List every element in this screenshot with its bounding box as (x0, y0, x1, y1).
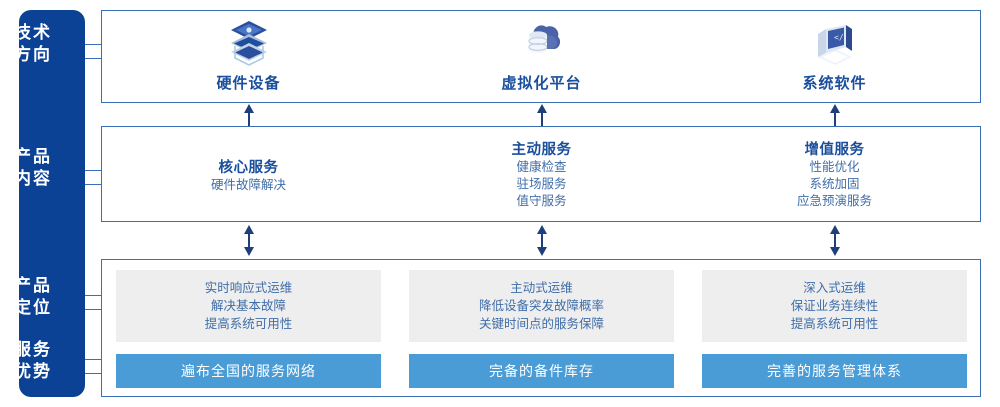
product-content-section: 核心服务 硬件故障解决 主动服务 健康检查 驻场服务 值守服务 增值服务 性能优… (101, 126, 981, 222)
bottom-column-realtime: 实时响应式运维 解决基本故障 提高系统可用性 遍布全国的服务网络 (102, 260, 395, 398)
content-column-core-service[interactable]: 核心服务 硬件故障解决 (102, 127, 395, 223)
content-item: 系统加固 (809, 177, 860, 191)
advantage-label: 完备的备件库存 (489, 363, 594, 379)
sidebar-label-line: 服务 (14, 340, 52, 359)
connector-line-position-lower (85, 309, 102, 310)
connector-line-position-upper (85, 295, 102, 296)
code-window-icon: </> (808, 13, 862, 71)
cloud-database-icon (515, 13, 569, 71)
content-item: 性能优化 (809, 160, 860, 174)
sidebar-item-product-position[interactable]: 产品 定位 (0, 275, 66, 319)
tech-direction-section: 硬件设备 虚拟化平台 (101, 10, 981, 103)
bottom-column-deep: 深入式运维 保证业务连续性 提高系统可用性 完善的服务管理体系 (688, 260, 981, 398)
tech-label: 虚拟化平台 (501, 75, 582, 92)
positioning-line: 关键时间点的服务保障 (478, 317, 604, 331)
content-item: 驻场服务 (516, 177, 567, 191)
positioning-card[interactable]: 实时响应式运维 解决基本故障 提高系统可用性 (116, 270, 381, 342)
content-item: 值守服务 (516, 194, 567, 208)
sidebar-label-line: 优势 (14, 362, 52, 381)
content-title: 增值服务 (804, 142, 865, 158)
sidebar-label-line: 产品 (14, 147, 52, 166)
content-title: 主动服务 (511, 142, 572, 158)
connector-line-advantage-upper (85, 359, 102, 360)
positioning-line: 深入式运维 (803, 281, 866, 295)
svg-text:</>: </> (834, 33, 849, 42)
tech-label: 硬件设备 (216, 75, 281, 92)
arrow-up-hardware (244, 104, 254, 126)
advantage-label: 完善的服务管理体系 (767, 363, 902, 379)
tech-column-system-software[interactable]: </> 系统软件 (688, 11, 981, 104)
arrow-double-virtualization (537, 225, 547, 256)
sidebar-panel (19, 10, 85, 397)
connector-line-content-upper (85, 170, 102, 171)
advantage-bar[interactable]: 完备的备件库存 (409, 354, 674, 388)
tech-column-hardware[interactable]: 硬件设备 (102, 11, 395, 104)
sidebar-item-tech-direction[interactable]: 技术 方向 (0, 22, 66, 66)
sidebar-label-line: 方向 (14, 45, 52, 64)
positioning-advantage-section: 实时响应式运维 解决基本故障 提高系统可用性 遍布全国的服务网络 主动式运维 降… (101, 259, 981, 397)
arrow-double-hardware (244, 225, 254, 256)
sidebar-label-line: 产品 (14, 276, 52, 295)
sidebar-label-line: 内容 (14, 169, 52, 188)
positioning-line: 解决基本故障 (210, 299, 286, 313)
sidebar-item-product-content[interactable]: 产品 内容 (0, 146, 66, 190)
arrow-double-system-software (830, 225, 840, 256)
connector-line-advantage-lower (85, 373, 102, 374)
sidebar-item-service-advantage[interactable]: 服务 优势 (0, 339, 66, 383)
arrow-up-system-software (830, 104, 840, 126)
positioning-card[interactable]: 深入式运维 保证业务连续性 提高系统可用性 (702, 270, 967, 342)
positioning-line: 降低设备突发故障概率 (478, 299, 604, 313)
content-column-proactive-service[interactable]: 主动服务 健康检查 驻场服务 值守服务 (395, 127, 688, 223)
positioning-line: 主动式运维 (510, 281, 573, 295)
positioning-line: 保证业务连续性 (790, 299, 879, 313)
content-item: 健康检查 (516, 160, 567, 174)
positioning-line: 实时响应式运维 (204, 281, 293, 295)
tech-column-virtualization[interactable]: 虚拟化平台 (395, 11, 688, 104)
content-item: 硬件故障解决 (210, 178, 286, 192)
sidebar-label-line: 定位 (14, 298, 52, 317)
content-column-value-added-service[interactable]: 增值服务 性能优化 系统加固 应急预演服务 (688, 127, 981, 223)
content-title: 核心服务 (218, 160, 279, 176)
positioning-line: 提高系统可用性 (204, 317, 293, 331)
connector-line-tech-upper (85, 44, 102, 45)
positioning-card[interactable]: 主动式运维 降低设备突发故障概率 关键时间点的服务保障 (409, 270, 674, 342)
arrow-up-virtualization (537, 104, 547, 126)
sidebar-label-line: 技术 (14, 23, 52, 42)
connector-line-content-lower (85, 184, 102, 185)
tech-label: 系统软件 (802, 75, 867, 92)
server-stack-icon (222, 13, 276, 71)
advantage-label: 遍布全国的服务网络 (181, 363, 316, 379)
bottom-column-proactive: 主动式运维 降低设备突发故障概率 关键时间点的服务保障 完备的备件库存 (395, 260, 688, 398)
positioning-line: 提高系统可用性 (790, 317, 879, 331)
content-item: 应急预演服务 (796, 194, 872, 208)
connector-line-tech-lower (85, 58, 102, 59)
advantage-bar[interactable]: 遍布全国的服务网络 (116, 354, 381, 388)
advantage-bar[interactable]: 完善的服务管理体系 (702, 354, 967, 388)
